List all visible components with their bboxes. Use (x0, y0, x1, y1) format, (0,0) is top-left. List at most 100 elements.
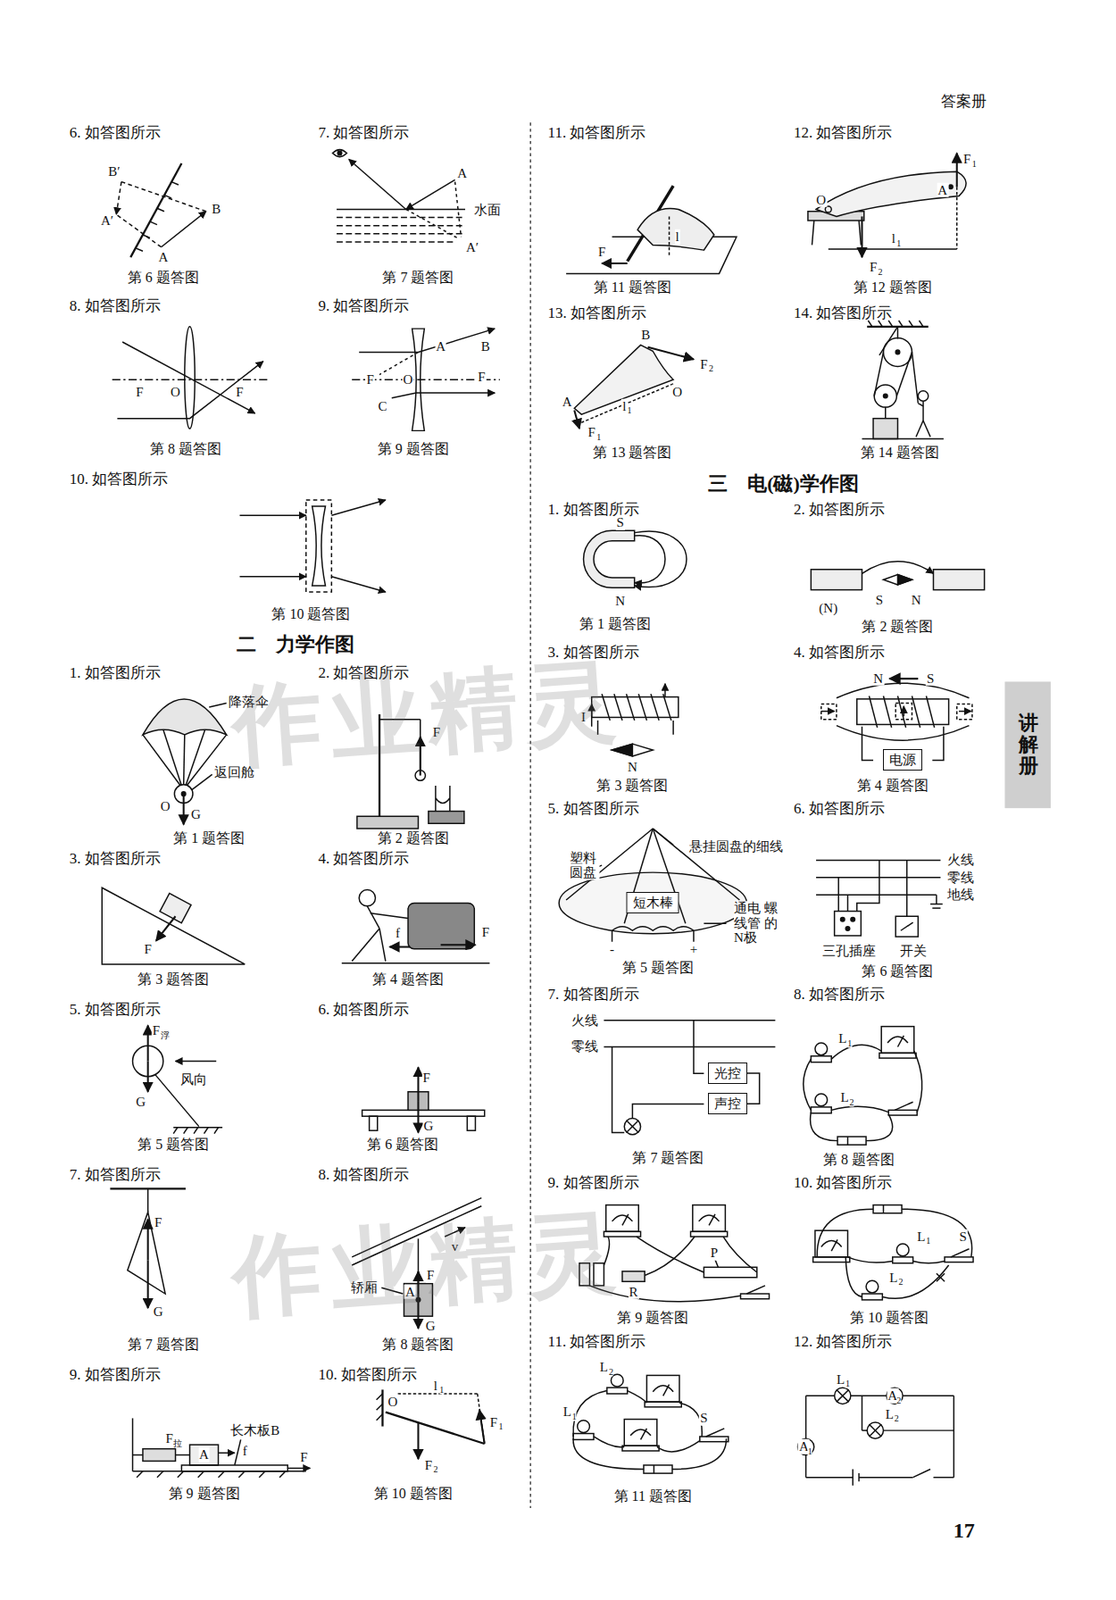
figure-caption: 第 5 题答图 (622, 960, 694, 977)
question-number: 11. 如答图所示 (548, 1332, 647, 1350)
floating-disc-figure-part (652, 828, 674, 845)
friction-figure-part (218, 1452, 235, 1454)
bar-magnets-figure-part (810, 569, 862, 591)
bar-magnets-figure-part (861, 561, 933, 575)
physical-circuit-8-part (879, 1026, 917, 1058)
household-wiring-figure-part (900, 922, 914, 931)
coil-power-figure-part (957, 704, 973, 720)
question-number: 9. 如答图所示 (317, 297, 409, 315)
physical-circuit-10-part (913, 1260, 945, 1263)
convex-lens-figure (112, 326, 268, 429)
diagram-label: B (640, 327, 651, 343)
coil-power-figure-part (821, 710, 835, 712)
friction-figure-part (142, 1449, 176, 1462)
circuit-schematic-12-part (850, 1395, 887, 1397)
box-text: 电源 (889, 752, 917, 767)
diagram-label: - (608, 941, 616, 957)
coil-power-figure (821, 678, 973, 760)
refraction-figure (332, 149, 466, 242)
concave-lens-figure-part (358, 328, 495, 352)
question-number: 13. 如答图所示 (548, 304, 648, 322)
pulley-figure (861, 320, 943, 440)
friction-figure-part (287, 1467, 310, 1469)
bar-magnets-figure (810, 561, 984, 591)
figure-caption: 第 14 题答图 (860, 445, 940, 462)
mirror-figure-part (149, 221, 158, 225)
figure-caption: 第 5 题答图 (137, 1136, 209, 1153)
mirror-figure-part (161, 211, 207, 248)
diagram-label: C (376, 399, 388, 415)
arm-lever-figure-part (956, 153, 958, 188)
question-number: 9. 如答图所示 (69, 1366, 161, 1384)
circuit-schematic-12-part (886, 1387, 903, 1404)
question-number: 7. 如答图所示 (317, 124, 409, 142)
concave-lens-figure-part (379, 351, 418, 375)
arm-lever-figure-part (860, 216, 863, 258)
pulley-figure-part (888, 320, 893, 327)
household-wiring-figure-part (816, 876, 941, 878)
pulley-figure-part (917, 403, 924, 407)
mirror-figure (116, 163, 207, 258)
figure-caption: 第 4 题答图 (857, 777, 929, 794)
subscript: 1 (896, 237, 901, 248)
box-lens-figure-part (312, 506, 326, 586)
pulley-figure-part (918, 320, 924, 327)
diagram-label: L (839, 1090, 850, 1106)
floating-disc-figure-part (612, 926, 694, 932)
box-lens-figure-part (240, 575, 307, 577)
diagram-label: + (689, 941, 699, 957)
mirror-figure-part (116, 214, 161, 248)
pen-hand-figure-part (637, 208, 715, 250)
box-lens-figure-part (331, 576, 386, 592)
bar-magnets-figure-part (932, 569, 984, 591)
concave-lens-figure-part (391, 392, 495, 399)
coil-power-figure-part (836, 725, 970, 742)
physical-circuit-10-part (892, 1243, 914, 1264)
diagram-label: G (152, 1304, 165, 1320)
coil-power-figure-part (868, 695, 877, 727)
diagram-label: F (587, 424, 597, 441)
diagram-label: 火线 (946, 852, 975, 868)
figure-caption: 第 11 题答图 (593, 279, 672, 296)
diagram-label: F (234, 384, 244, 400)
subscript: 2 (849, 1097, 855, 1108)
floating-disc-figure-part (558, 872, 747, 934)
physical-circuit-11-part (573, 1438, 644, 1469)
circuit-schematic-12-part (858, 1476, 914, 1478)
question-number: 11. 如答图所示 (548, 124, 647, 142)
convex-lens-figure-part (116, 361, 263, 419)
subscript: 1 (439, 1384, 444, 1395)
physical-circuit-11-part (672, 1438, 727, 1469)
incline-figure (101, 887, 245, 965)
floating-disc-figure-part (566, 828, 653, 900)
diagram-label: 风向 (179, 1072, 209, 1088)
convex-lens-figure-part (112, 379, 268, 381)
diagram-label: (N) (817, 600, 839, 617)
question-number: 8. 如答图所示 (69, 297, 161, 315)
parachute-figure-part (191, 774, 213, 790)
household-wiring-figure-part (935, 894, 937, 904)
physical-circuit-10-part (901, 1208, 973, 1258)
light-sound-circuit-figure-part (693, 1020, 704, 1074)
figure-caption: 第 10 题答图 (271, 606, 350, 623)
bent-lever-figure-part (581, 383, 674, 423)
lever-wall-figure-part (376, 1393, 384, 1400)
friction-figure-part (177, 1471, 184, 1478)
pulley-figure-part (873, 418, 898, 440)
parachute-figure-part (183, 734, 185, 786)
light-sound-circuit-figure-part (624, 1117, 641, 1134)
circuit-schematic-12-part (836, 1389, 850, 1402)
convex-lens-figure-part (122, 341, 256, 414)
physical-circuit-11-part (573, 1420, 594, 1441)
question-number: 4. 如答图所示 (793, 644, 885, 662)
physical-circuit-8-part (837, 1136, 867, 1145)
diagram-label: l (891, 231, 897, 247)
figure-caption: 第 6 题答图 (127, 269, 200, 286)
diagram-label: F (868, 259, 878, 275)
diagram-label: O (169, 384, 182, 400)
question-number: 8. 如答图所示 (793, 986, 885, 1004)
physical-circuit-10 (813, 1205, 974, 1300)
household-wiring-figure-part (837, 877, 839, 912)
friction-figure-part (198, 1471, 205, 1478)
question-number: 10. 如答图所示 (793, 1174, 893, 1192)
